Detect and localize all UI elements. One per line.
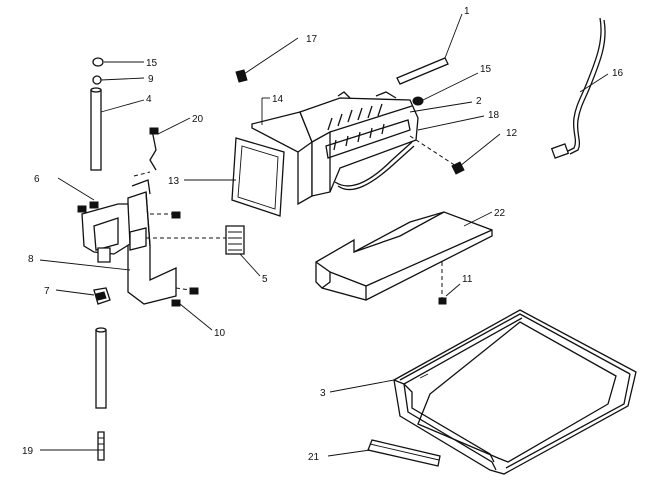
callout-9: 9 — [148, 74, 154, 85]
callout-3: 3 — [320, 388, 326, 399]
part-19-tube — [40, 327, 107, 461]
part-17-bracket — [235, 37, 299, 83]
callout-12: 12 — [506, 128, 518, 139]
callout-17: 17 — [306, 34, 318, 45]
part-21-strip — [327, 439, 441, 467]
water-valve-assembly — [39, 171, 226, 305]
icemaker-assembly — [184, 91, 485, 217]
callout-14: 14 — [272, 94, 284, 105]
callout-4: 4 — [146, 94, 152, 105]
part-20-clip — [149, 117, 191, 171]
callout-7: 7 — [44, 286, 50, 297]
callout-5: 5 — [262, 274, 268, 285]
part-12-screw — [409, 133, 501, 175]
callout-15-left: 15 — [146, 58, 158, 69]
part-7-nut — [55, 287, 111, 305]
part-11-screw — [438, 262, 461, 305]
part-15-screw-right — [412, 72, 479, 106]
part-15-screw-left — [92, 57, 144, 67]
callout-2: 2 — [476, 96, 482, 107]
callout-18: 18 — [488, 110, 500, 121]
part-22-stripper — [315, 211, 493, 301]
part-4-tube — [90, 87, 145, 171]
callout-13: 13 — [168, 176, 180, 187]
part-3-ice-bin — [329, 309, 637, 475]
part-9-nut — [92, 75, 145, 85]
part-1-rod — [396, 13, 463, 85]
callout-21: 21 — [308, 452, 320, 463]
callout-22: 22 — [494, 208, 506, 219]
callout-11: 11 — [462, 274, 473, 285]
callout-10: 10 — [214, 328, 226, 339]
callout-15-right: 15 — [480, 64, 492, 75]
callout-labels: 1 2 3 4 5 6 7 8 9 10 11 12 13 14 15 15 1… — [22, 6, 624, 463]
callout-20: 20 — [192, 114, 204, 125]
callout-16: 16 — [612, 68, 624, 79]
part-16-wire-harness — [550, 17, 609, 159]
callout-1: 1 — [464, 6, 470, 17]
part-5-filter — [225, 225, 261, 277]
callout-6: 6 — [34, 174, 40, 185]
callout-19: 19 — [22, 446, 34, 457]
callout-8: 8 — [28, 254, 34, 265]
part-10-screws — [171, 287, 213, 331]
